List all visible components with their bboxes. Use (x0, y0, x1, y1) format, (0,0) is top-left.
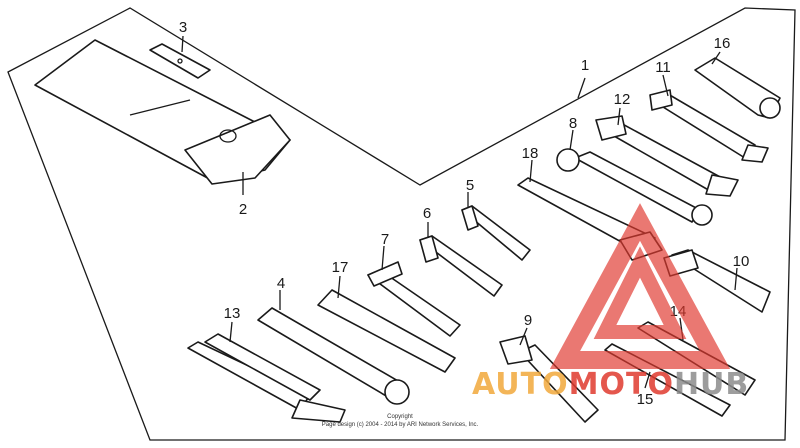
watermark-logo (549, 203, 731, 369)
pliers (187, 333, 346, 423)
open-end-wrench-12 (595, 115, 739, 197)
callout-12: 12 (614, 91, 631, 108)
callout-5: 5 (466, 177, 474, 194)
extension-bar-4 (257, 307, 410, 405)
callout-9: 9 (524, 312, 532, 329)
callout-10: 10 (733, 253, 750, 270)
copyright-line-1: Copyright (387, 414, 413, 420)
tool-bag (34, 39, 291, 185)
callout-11: 11 (655, 59, 671, 76)
kit-boundary-outline (7, 7, 796, 441)
hex-key-5 (461, 205, 531, 261)
callout-17: 17 (332, 259, 349, 276)
callout-3: 3 (179, 19, 187, 36)
copyright-line-2: Page design (c) 2004 - 2014 by ARI Netwo… (322, 422, 479, 428)
socket-wrench (694, 57, 781, 119)
watermark-moto: MOTO (569, 367, 674, 402)
leader-lines (181, 35, 738, 389)
callout-15: 15 (637, 391, 654, 408)
callout-8: 8 (569, 115, 577, 132)
callout-4: 4 (277, 275, 285, 292)
open-end-wrench-11 (649, 89, 769, 163)
hex-key-6 (419, 235, 503, 297)
bag-strap (149, 43, 211, 79)
callout-13: 13 (224, 305, 241, 322)
callout-6: 6 (423, 205, 431, 222)
open-end-wrench-9 (499, 335, 599, 423)
callout-1: 1 (581, 57, 589, 74)
callout-16: 16 (714, 35, 731, 52)
watermark-hub: HUB (674, 367, 749, 402)
hex-key-7 (367, 261, 461, 337)
callout-18: 18 (522, 145, 539, 162)
watermark-text: AUTOMOTOHUB (472, 367, 749, 402)
screwdriver-17 (317, 289, 456, 373)
callout-7: 7 (381, 231, 389, 248)
callout-2: 2 (239, 201, 247, 218)
ring-wrench (556, 148, 713, 226)
watermark-auto: AUTO (472, 367, 569, 402)
